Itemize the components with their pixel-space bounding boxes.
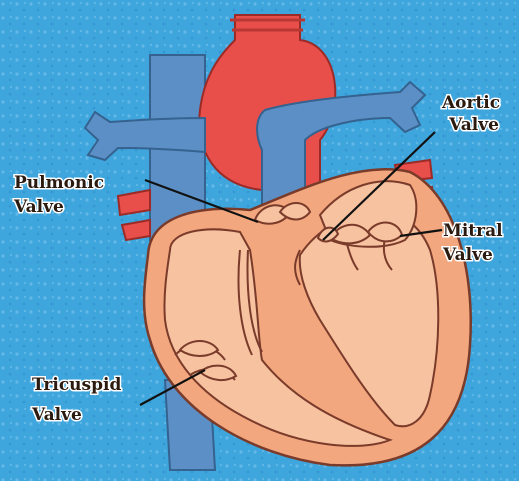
mitral-label-line1: Mitral (443, 221, 503, 241)
pulmonic-label-line1: Pulmonic (14, 173, 104, 193)
aortic-label-line1: Aortic (441, 93, 500, 113)
tricuspid-label-line2: Valve (31, 405, 82, 425)
mitral-label-line2: Valve (442, 245, 493, 265)
pulmonic-label-line2: Valve (13, 197, 64, 217)
aortic-label-line2: Valve (448, 115, 499, 135)
tricuspid-label-line1: Tricuspid (32, 375, 121, 395)
